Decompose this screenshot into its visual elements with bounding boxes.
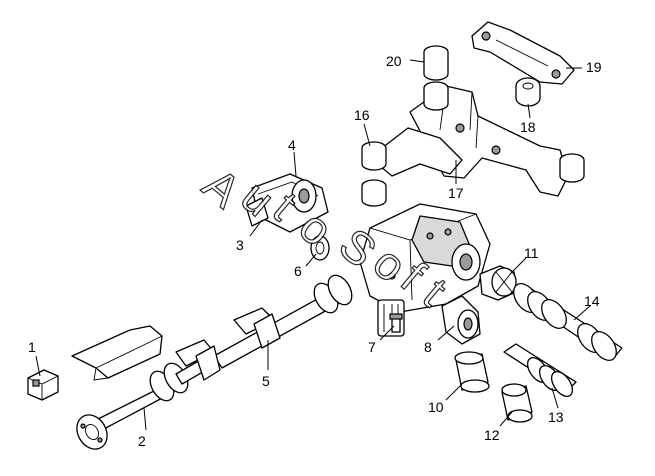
part-18-bush [515, 77, 541, 107]
callout-7: 7 [368, 339, 376, 355]
leader-13 [551, 387, 559, 409]
leader-6 [305, 253, 317, 267]
leader-7 [379, 325, 395, 341]
callout-20: 20 [386, 53, 402, 69]
callout-18: 18 [520, 119, 536, 135]
part-20-mount-bush [423, 45, 449, 111]
leader-lines [35, 59, 591, 431]
leader-20 [409, 59, 425, 63]
part-12-bush [501, 383, 533, 423]
callout-1: 1 [28, 339, 36, 355]
part-7-bolt [389, 313, 403, 333]
leader-2 [143, 407, 147, 431]
part-13-drive-shaft [503, 343, 577, 398]
leader-4 [293, 151, 297, 177]
leader-12 [499, 411, 513, 427]
heat-shield [71, 325, 163, 381]
callout-19: 19 [586, 59, 602, 75]
leader-3 [249, 219, 263, 237]
leader-1 [35, 355, 41, 377]
leader-18 [527, 103, 531, 119]
callout-11: 11 [524, 245, 539, 261]
leader-11 [509, 257, 527, 275]
part-11-cv-joint [479, 265, 517, 301]
leader-8 [437, 325, 455, 341]
part-14-drive-shaft [513, 283, 623, 361]
callout-5: 5 [262, 373, 270, 389]
leader-10 [445, 383, 463, 401]
callout-14: 14 [584, 293, 600, 309]
part-8-output-flange [441, 295, 481, 345]
callout-13: 13 [548, 409, 564, 425]
callout-2: 2 [138, 433, 146, 449]
callout-10: 10 [428, 399, 444, 415]
callout-12: 12 [484, 427, 500, 443]
callout-16: 16 [354, 107, 370, 123]
leader-14 [573, 305, 591, 321]
part-1-sensor [27, 369, 59, 401]
callout-3: 3 [236, 237, 244, 253]
differential-housing [359, 203, 491, 337]
callout-4: 4 [288, 137, 296, 153]
part-16-mounts [361, 141, 585, 207]
callout-6: 6 [294, 263, 302, 279]
part-17-subframe [379, 85, 569, 197]
callout-labels: 1 2 3 4 5 6 7 8 10 11 12 13 14 16 17 18 … [28, 53, 602, 449]
part-5-propshaft-centre [175, 274, 353, 381]
part-2-propshaft-front [76, 351, 221, 450]
part-19-bracket [471, 21, 575, 85]
part-10-bush [454, 351, 490, 393]
callout-17: 17 [448, 185, 464, 201]
leader-16 [363, 123, 371, 147]
part-4-coupling [245, 173, 329, 233]
callout-8: 8 [424, 339, 432, 355]
